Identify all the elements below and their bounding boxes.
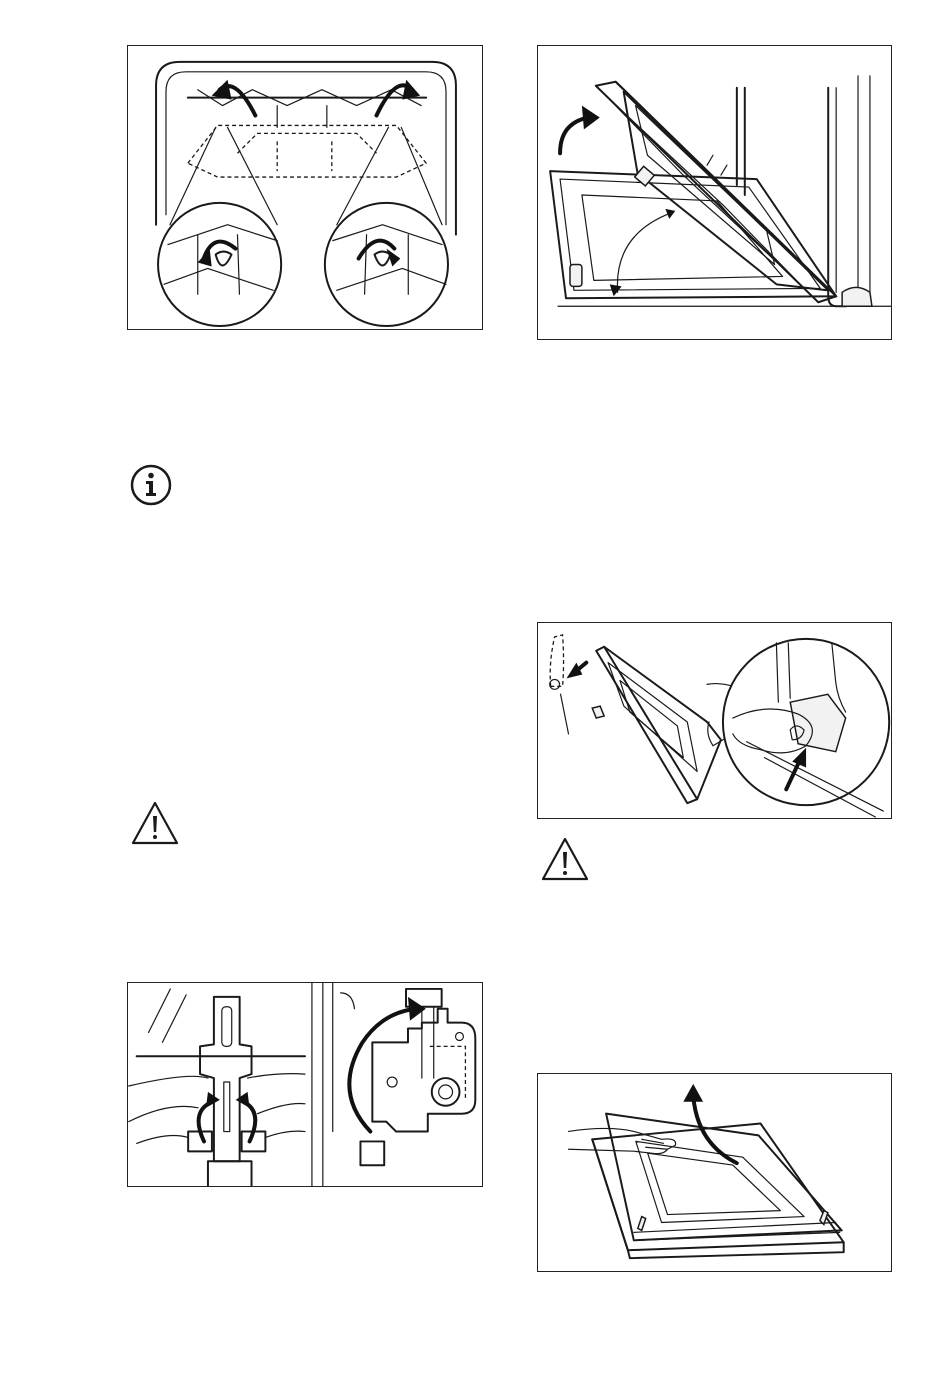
glass-panel-illustration: [538, 623, 891, 818]
figure-oven-door-hinge-lift: [537, 45, 892, 340]
figure-door-panel-slide-out: [537, 1073, 892, 1272]
door-panel-illustration: [538, 1074, 891, 1271]
oven-door-illustration: [538, 46, 891, 339]
warning-triangle-icon: [130, 800, 180, 846]
figure-door-glass-panel-removal: [537, 622, 892, 819]
warning-triangle-icon: [540, 836, 590, 882]
info-circle-icon: [130, 464, 172, 506]
figure-hinge-lever-release: [127, 982, 483, 1187]
shelf-support-illustration: [128, 46, 482, 329]
figure-shelf-support-removal: [127, 45, 483, 330]
hinge-lever-illustration: [128, 983, 482, 1186]
